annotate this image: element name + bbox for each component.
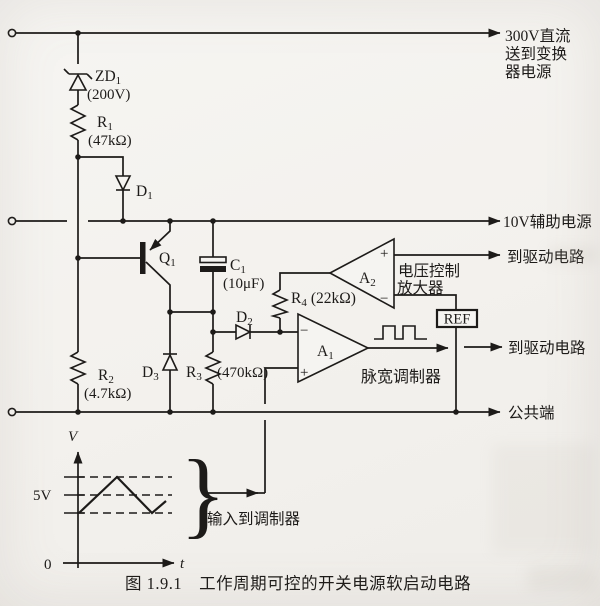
graph-0-label: 0: [44, 557, 52, 573]
opamp-triangle: [297, 312, 370, 384]
r2-label: R2: [98, 367, 114, 386]
label-300v-line3: 器电源: [505, 63, 552, 81]
diode-icon: [235, 323, 252, 341]
label-drive-top: 到驱动电路: [507, 248, 585, 266]
transistor-q1: [78, 221, 171, 312]
terminal-common: [7, 407, 17, 417]
resistor-r4: [270, 272, 330, 332]
r1-label: R1: [97, 114, 113, 133]
label-drive-bottom: 到驱动电路: [508, 339, 586, 357]
r2-value: (4.7kΩ): [84, 386, 131, 402]
triangle-waveform: [78, 475, 167, 515]
ref-box: [435, 308, 479, 412]
capacitor-plate-top: [199, 256, 227, 264]
terminal-10v: [7, 216, 17, 226]
vca-caption-line1: 电压控制: [398, 262, 460, 280]
r1-value: (47kΩ): [88, 133, 132, 149]
diode-icon: [161, 353, 179, 371]
c1-label: C1: [230, 257, 246, 276]
d1-label: D1: [136, 183, 153, 202]
label-input-to-modulator: 输入到调制器: [207, 510, 301, 528]
resistor-r1: [69, 104, 87, 352]
d3-label: D3: [142, 364, 159, 383]
pulse-waveform-icon: [374, 325, 427, 340]
label-common: 公共端: [508, 404, 555, 422]
figure-caption: 图 1.9.1 工作周期可控的开关电源软启动电路: [125, 574, 471, 593]
ref-label: REF: [444, 312, 471, 328]
diode-d3: [161, 312, 179, 412]
zener-zd1: [63, 33, 93, 105]
opamp-triangle: [328, 237, 395, 310]
zd1-value: (200V): [87, 87, 130, 103]
bus-300v: [7, 28, 501, 38]
resistor-r3: [203, 312, 223, 412]
a2-label: A2: [359, 270, 376, 289]
label-10v-aux: 10V辅助电源: [503, 213, 592, 231]
label-300v-line2: 送到变换: [505, 45, 568, 63]
a1-plus-sign: +: [300, 365, 308, 381]
graph-t-label: t: [180, 556, 185, 572]
capacitor-c1: [167, 221, 227, 315]
r4-label: R4(22kΩ): [291, 290, 356, 309]
a1-minus-sign: −: [300, 323, 308, 339]
resistor-r2: [68, 351, 88, 412]
zener-icon: [68, 73, 88, 91]
r3-value: (470kΩ): [217, 365, 268, 381]
diode-d2: [213, 323, 283, 341]
opamp-a1: [264, 312, 503, 493]
terminal-300v: [7, 28, 17, 38]
bus-common: [7, 407, 501, 417]
c1-value: (10μF): [223, 276, 264, 292]
pwm-caption: 脉宽调制器: [361, 368, 441, 386]
triangle-wave-graph: [63, 451, 175, 568]
zd1-label: ZD1: [95, 68, 121, 87]
opamp-a2: [328, 237, 501, 310]
bus-10v: [7, 216, 501, 226]
label-300v-line1: 300V直流: [505, 27, 570, 45]
capacitor-plate-bottom: [200, 266, 226, 272]
diode-icon: [114, 175, 132, 192]
vca-caption-line2: 放大器: [397, 279, 444, 297]
a1-label: A1: [317, 343, 334, 362]
diode-d1: [78, 156, 132, 221]
r3-label: R3: [186, 364, 202, 383]
graph-5v-label: 5V: [33, 488, 52, 504]
q1-label: Q1: [159, 250, 176, 269]
graph-v-label: V: [68, 429, 79, 445]
a2-minus-sign: −: [380, 291, 388, 307]
d2-label: D2: [236, 309, 253, 328]
a2-plus-sign: +: [380, 246, 388, 262]
transistor-base-bar: [140, 242, 146, 274]
